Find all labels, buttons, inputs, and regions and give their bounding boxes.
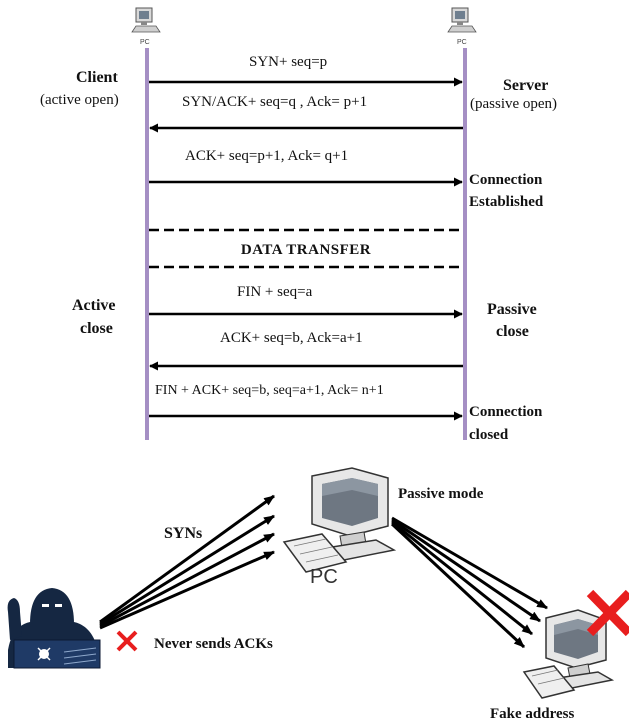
fake-address-computer-icon [522, 609, 615, 699]
never-sends-acks-label: Never sends ACKs [154, 636, 273, 652]
server-computer-icon [447, 7, 477, 33]
connection-closed-line1: Connection [469, 404, 543, 420]
client-title: Client [76, 69, 118, 86]
active-close-line1: Active [72, 297, 116, 314]
finack-message-label: FIN + ACK+ seq=b, seq=a+1, Ack= n+1 [155, 383, 384, 398]
server-pc-label: PC [457, 39, 467, 46]
server-subtitle: (passive open) [470, 96, 557, 112]
passive-mode-label: Passive mode [398, 486, 484, 502]
unreachable-cross-icon [586, 589, 629, 637]
active-close-line2: close [80, 320, 113, 337]
connection-closed-line2: closed [469, 427, 509, 443]
data-transfer-label: DATA TRANSFER [241, 242, 371, 258]
syn-flood-arrows [99, 494, 276, 630]
passive-close-line2: close [496, 323, 529, 340]
client-subtitle: (active open) [40, 92, 119, 108]
ack-close-message-label: ACK+ seq=b, Ack=a+1 [220, 330, 363, 346]
ack-message-label: ACK+ seq=p+1, Ack= q+1 [185, 148, 348, 164]
hacker-icon [7, 588, 101, 669]
target-pc-label: PC [310, 566, 338, 588]
syns-label: SYNs [164, 525, 202, 542]
fin-message-label: FIN + seq=a [237, 284, 313, 300]
client-computer-icon [131, 7, 161, 33]
connection-established-line2: Established [469, 194, 544, 210]
client-pc-label: PC [140, 39, 150, 46]
no-ack-cross-icon [116, 630, 138, 652]
target-computer-icon [282, 467, 397, 573]
synack-message-label: SYN/ACK+ seq=q , Ack= p+1 [182, 94, 367, 110]
passive-close-line1: Passive [487, 301, 537, 318]
synack-flood-arrows [390, 516, 548, 649]
fake-address-label: Fake address [490, 706, 574, 722]
syn-message-label: SYN+ seq=p [249, 54, 327, 70]
server-title: Server [503, 77, 548, 94]
connection-established-line1: Connection [469, 172, 543, 188]
